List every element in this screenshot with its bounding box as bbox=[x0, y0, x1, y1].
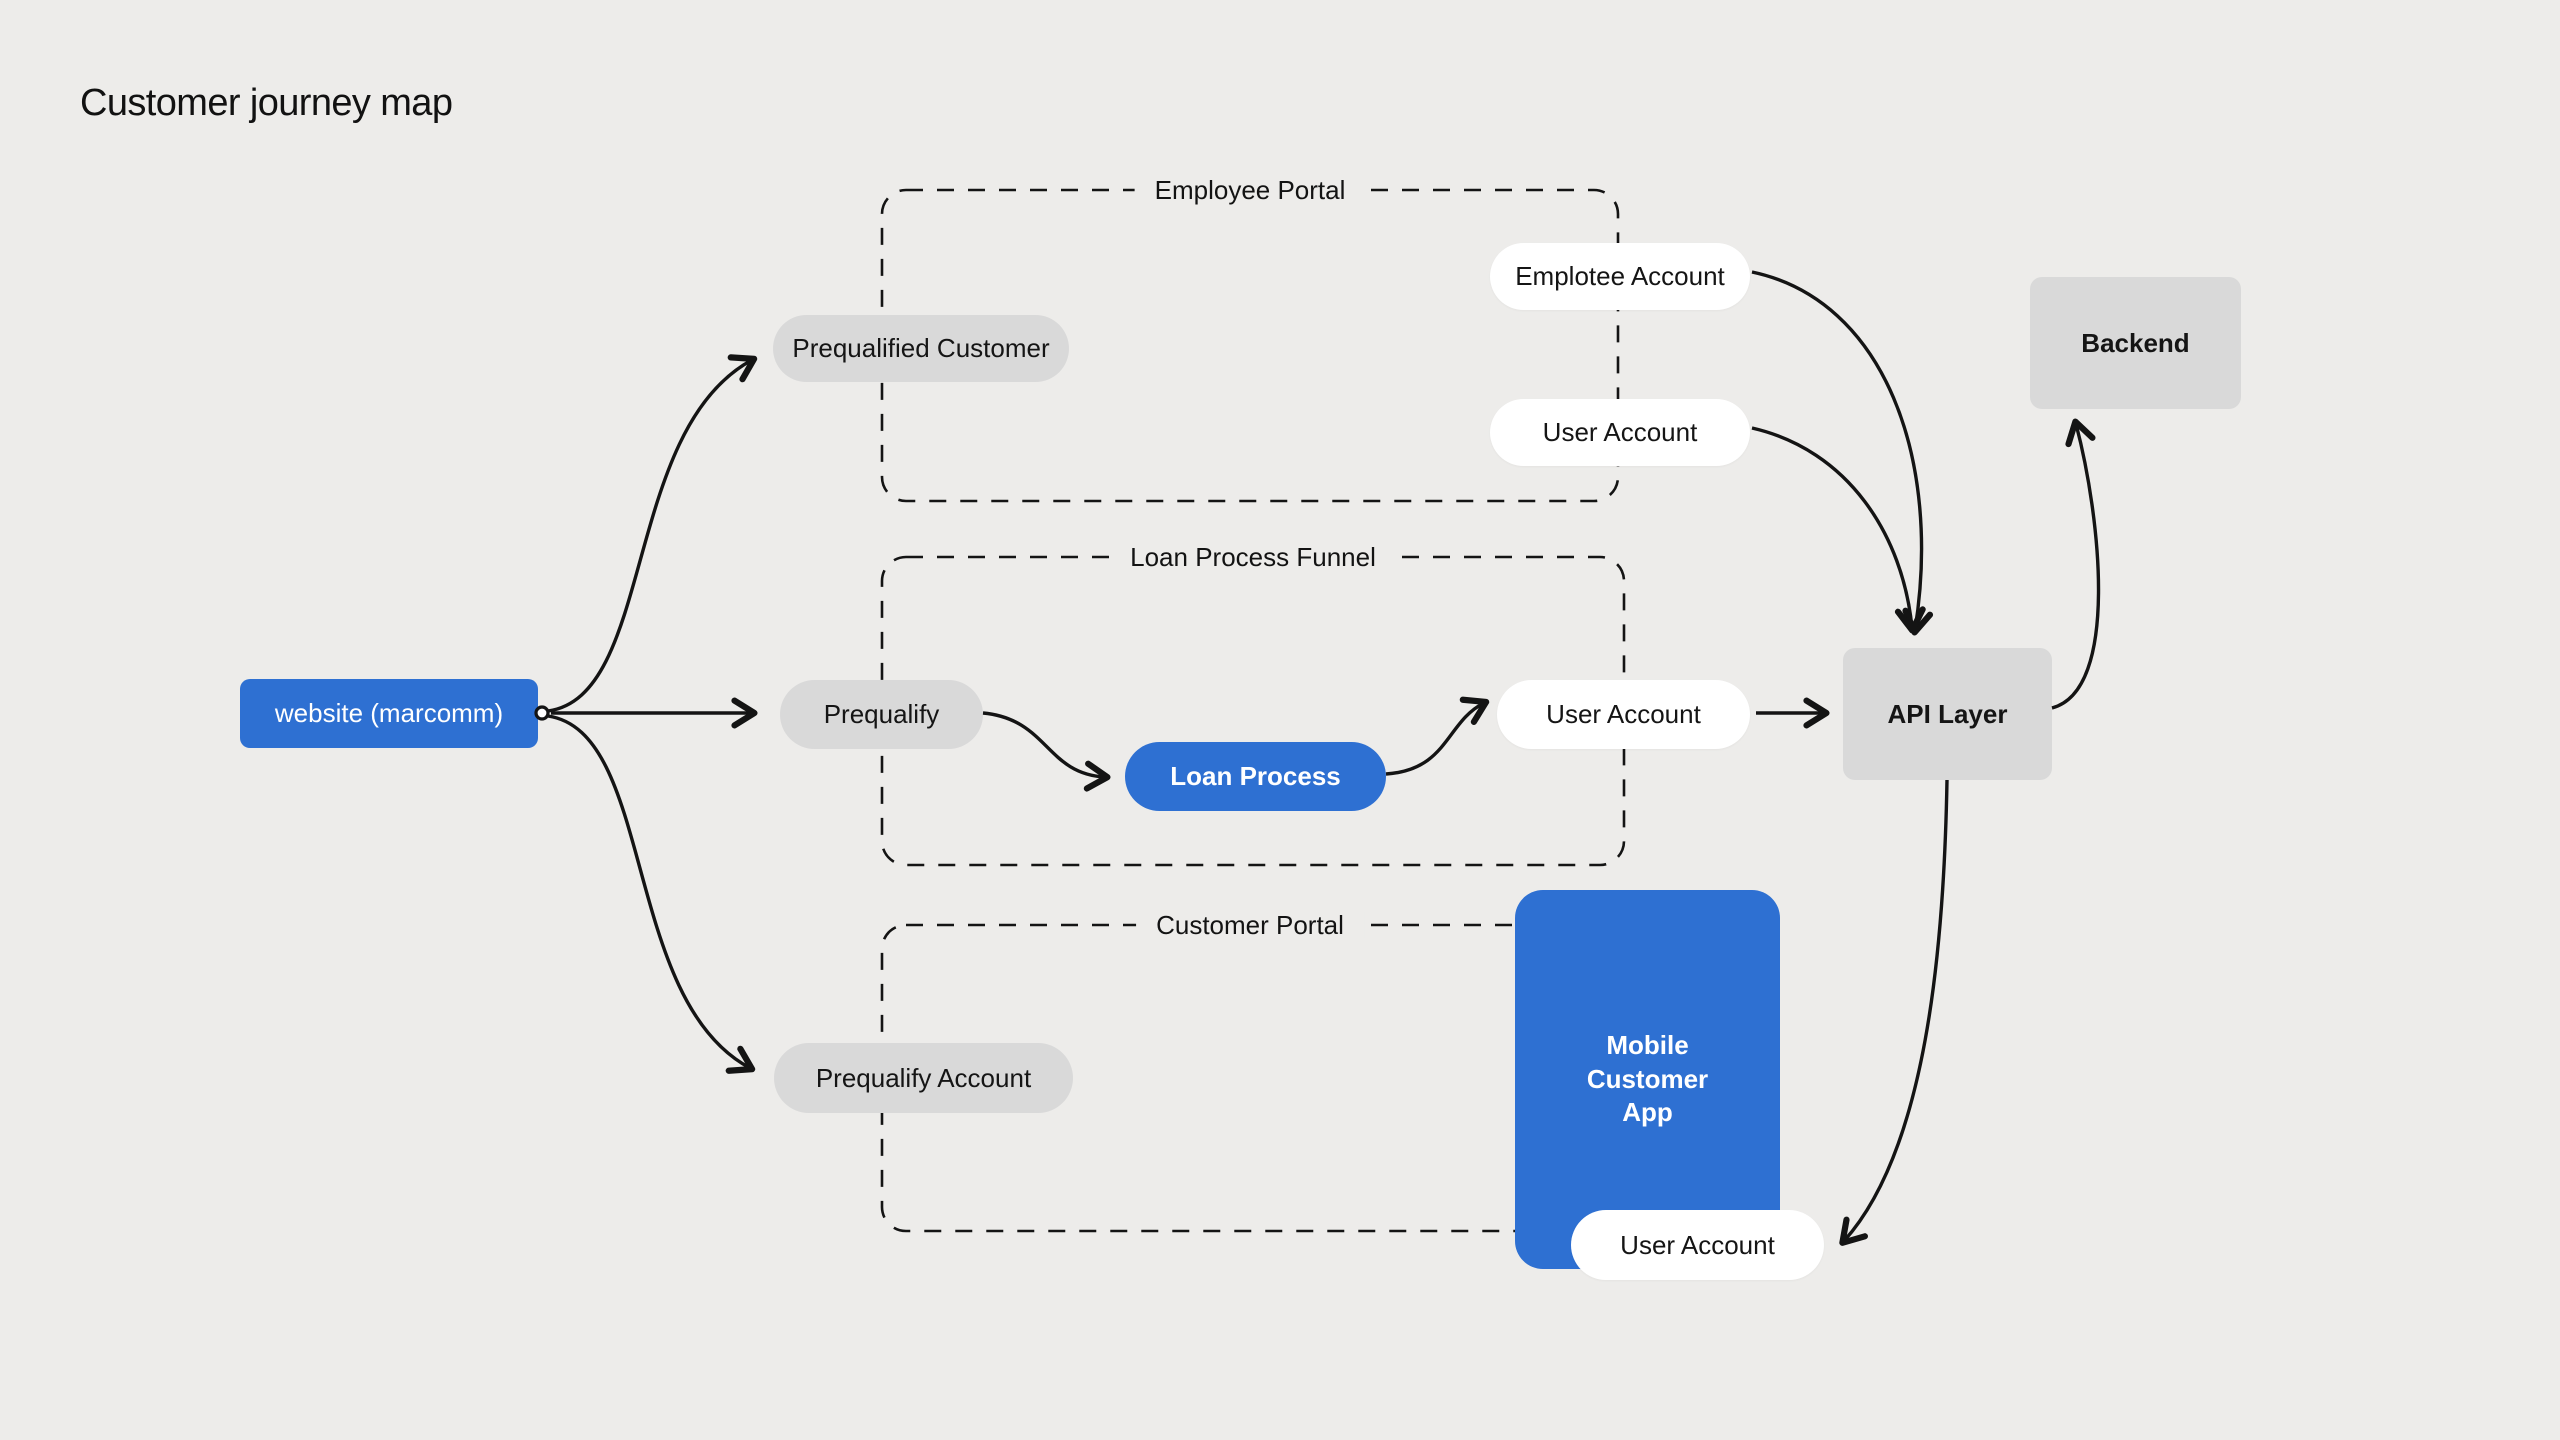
group-label-customer-portal: Customer Portal bbox=[1136, 912, 1364, 938]
node-backend[interactable]: Backend bbox=[2030, 277, 2241, 409]
group-label-loan-process-funnel: Loan Process Funnel bbox=[1110, 544, 1396, 570]
node-loan-process[interactable]: Loan Process bbox=[1125, 742, 1386, 811]
node-prequalify[interactable]: Prequalify bbox=[780, 680, 983, 749]
page-title: Customer journey map bbox=[80, 82, 453, 124]
node-api-layer[interactable]: API Layer bbox=[1843, 648, 2052, 780]
node-prequalified-customer[interactable]: Prequalified Customer bbox=[773, 315, 1069, 382]
node-prequalify-account[interactable]: Prequalify Account bbox=[774, 1043, 1073, 1113]
node-user-account-funnel[interactable]: User Account bbox=[1497, 680, 1750, 749]
node-user-account-employee[interactable]: User Account bbox=[1490, 399, 1750, 466]
node-mobile-customer-app[interactable]: Mobile Customer App bbox=[1515, 890, 1780, 1269]
node-user-account-mobile[interactable]: User Account bbox=[1571, 1210, 1824, 1280]
group-label-employee-portal: Employee Portal bbox=[1134, 177, 1366, 203]
node-website-marcomm[interactable]: website (marcomm) bbox=[240, 679, 538, 748]
mobile-customer-app-label: Mobile Customer App bbox=[1586, 1029, 1709, 1128]
node-emplotee-account[interactable]: Emplotee Account bbox=[1490, 243, 1750, 310]
